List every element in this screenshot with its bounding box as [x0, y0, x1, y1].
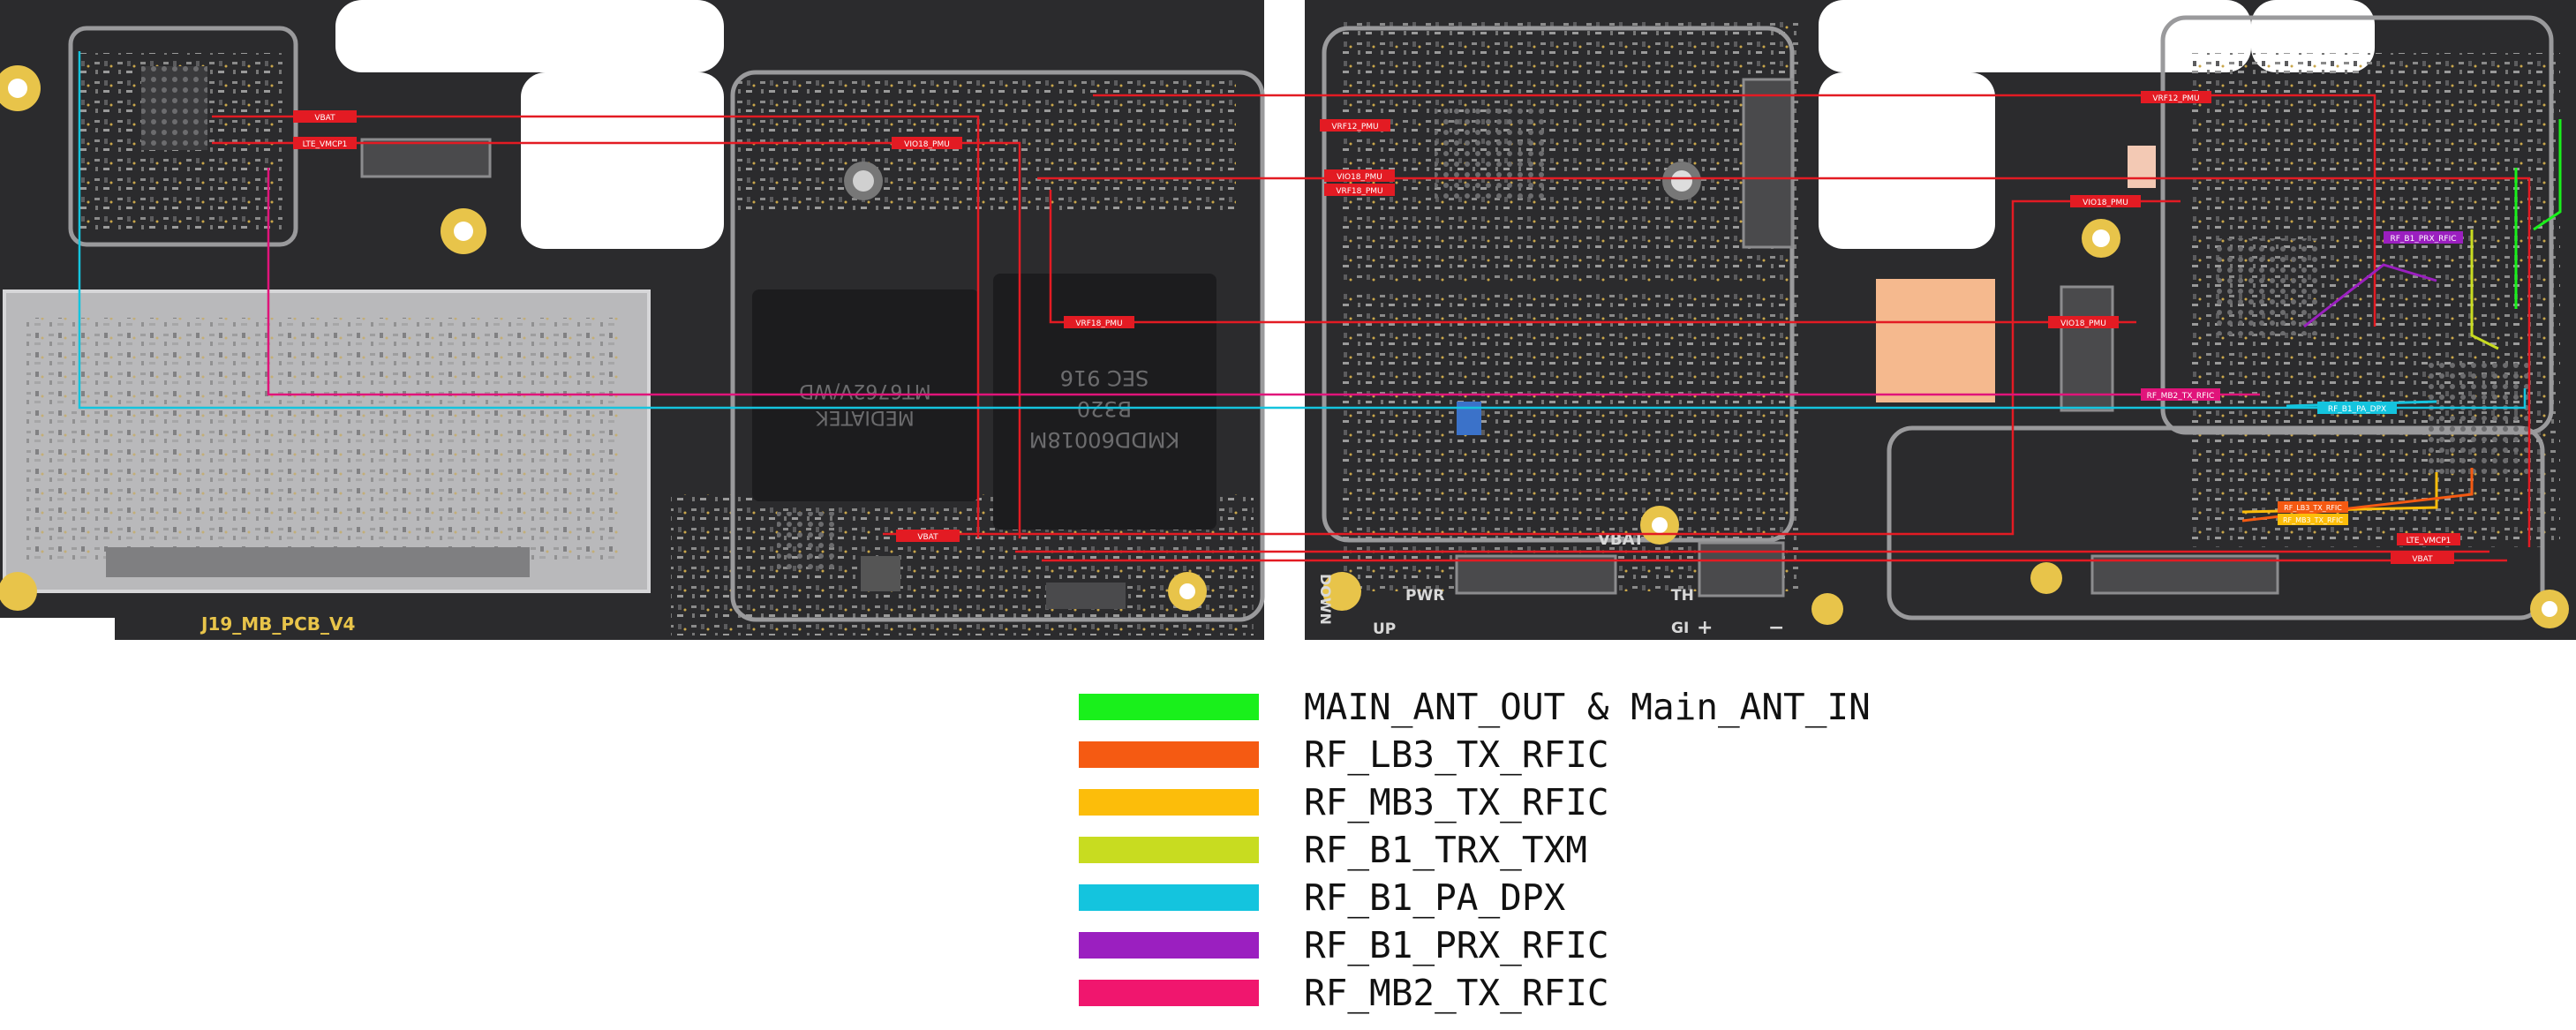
- legend-swatch: [1079, 980, 1259, 1006]
- tag-rf-mb3-tx: RF_MB3_TX_RFIC: [2283, 516, 2344, 524]
- memory-chip: [993, 274, 1216, 530]
- silk-down: DOWN: [1317, 574, 1334, 625]
- silk-minus: −: [1768, 617, 1784, 639]
- tag-vrf12-b: VRF12_PMU: [2152, 94, 2199, 103]
- legend-label: RF_MB2_TX_RFIC: [1304, 972, 1609, 1014]
- silk-th: TH: [1671, 587, 1694, 605]
- legend-row-rf-b1-prx: RF_B1_PRX_RFIC: [1079, 921, 2226, 969]
- tag-rf-b1-prx: RF_B1_PRX_RFIC: [2390, 235, 2456, 244]
- tag-rf-lb3-tx: RF_LB3_TX_RFIC: [2284, 504, 2342, 512]
- legend-label: RF_B1_TRX_TXM: [1304, 829, 1587, 871]
- memory-chip-text-1: KMDD60018M: [1029, 427, 1179, 452]
- tag-vbat-b: VBAT: [917, 533, 938, 542]
- board-left: MEDIATEK MT6762V/WD KMDD60018M B320 SEC …: [0, 0, 1265, 640]
- legend-swatch: [1079, 741, 1259, 768]
- legend-label: RF_B1_PA_DPX: [1304, 876, 1566, 919]
- tag-rf-mb2-tx: RF_MB2_TX_RFIC: [2147, 392, 2215, 401]
- silk-plus: +: [1697, 617, 1713, 639]
- pcb-label: J19_MB_PCB_V4: [200, 613, 355, 635]
- pcb-diagram: MEDIATEK MT6762V/WD KMDD60018M B320 SEC …: [0, 0, 2576, 640]
- legend-swatch: [1079, 694, 1259, 720]
- tag-lte-vmcp1-b: LTE_VMCP1: [2407, 537, 2452, 545]
- legend-label: MAIN_ANT_OUT & Main_ANT_IN: [1304, 686, 1871, 728]
- tag-vio18-b: VIO18_PMU: [1337, 173, 1382, 182]
- net-lines-red: [212, 94, 2531, 562]
- tag-vio18-a: VIO18_PMU: [904, 140, 950, 149]
- legend: MAIN_ANT_OUT & Main_ANT_IN RF_LB3_TX_RFI…: [1079, 683, 2226, 1017]
- legend-swatch: [1079, 837, 1259, 863]
- legend-row-rf-mb3-tx: RF_MB3_TX_RFIC: [1079, 778, 2226, 826]
- net-tags: VBAT LTE_VMCP1 VIO18_PMU VRF12_PMU VIO18…: [293, 91, 2463, 564]
- tag-rf-b1-pa: RF_B1_PA_DPX: [2328, 405, 2386, 414]
- legend-swatch: [1079, 789, 1259, 816]
- legend-row-main-ant: MAIN_ANT_OUT & Main_ANT_IN: [1079, 683, 2226, 731]
- legend-row-rf-mb2-tx: RF_MB2_TX_RFIC: [1079, 969, 2226, 1017]
- legend-label: RF_B1_PRX_RFIC: [1304, 924, 1609, 966]
- soc-chip-text-1: MEDIATEK: [816, 406, 915, 428]
- legend-swatch: [1079, 932, 1259, 959]
- legend-label: RF_LB3_TX_RFIC: [1304, 733, 1609, 776]
- legend-row-rf-b1-trx: RF_B1_TRX_TXM: [1079, 826, 2226, 874]
- tag-vrf18-b: VRF18_PMU: [1336, 187, 1382, 196]
- net-line-magenta: [267, 168, 2260, 396]
- legend-row-rf-lb3-tx: RF_LB3_TX_RFIC: [1079, 731, 2226, 778]
- legend-row-rf-b1-pa: RF_B1_PA_DPX: [1079, 874, 2226, 921]
- tag-vbat-c: VBAT: [2412, 555, 2433, 564]
- legend-label: RF_MB3_TX_RFIC: [1304, 781, 1609, 823]
- memory-chip-text-3: SEC 916: [1060, 365, 1149, 390]
- tag-vio18-c: VIO18_PMU: [2083, 199, 2128, 207]
- tag-lte-vmcp1-a: LTE_VMCP1: [303, 140, 348, 149]
- tag-vbat-a: VBAT: [314, 114, 335, 123]
- soc-chip-text-2: MT6762V/WD: [799, 380, 931, 402]
- board-right: VBAT PWR UP TH GI + − DOWN: [1305, 0, 2576, 640]
- legend-swatch: [1079, 884, 1259, 911]
- net-line-cyan: [78, 51, 2527, 410]
- silk-up: UP: [1373, 620, 1396, 638]
- silk-gi: GI: [1671, 620, 1689, 637]
- silk-pwr: PWR: [1405, 587, 1444, 605]
- tag-vrf12-a: VRF12_PMU: [1331, 123, 1378, 132]
- tag-vio18-d: VIO18_PMU: [2060, 320, 2106, 328]
- tag-vrf18-a: VRF18_PMU: [1075, 320, 1122, 328]
